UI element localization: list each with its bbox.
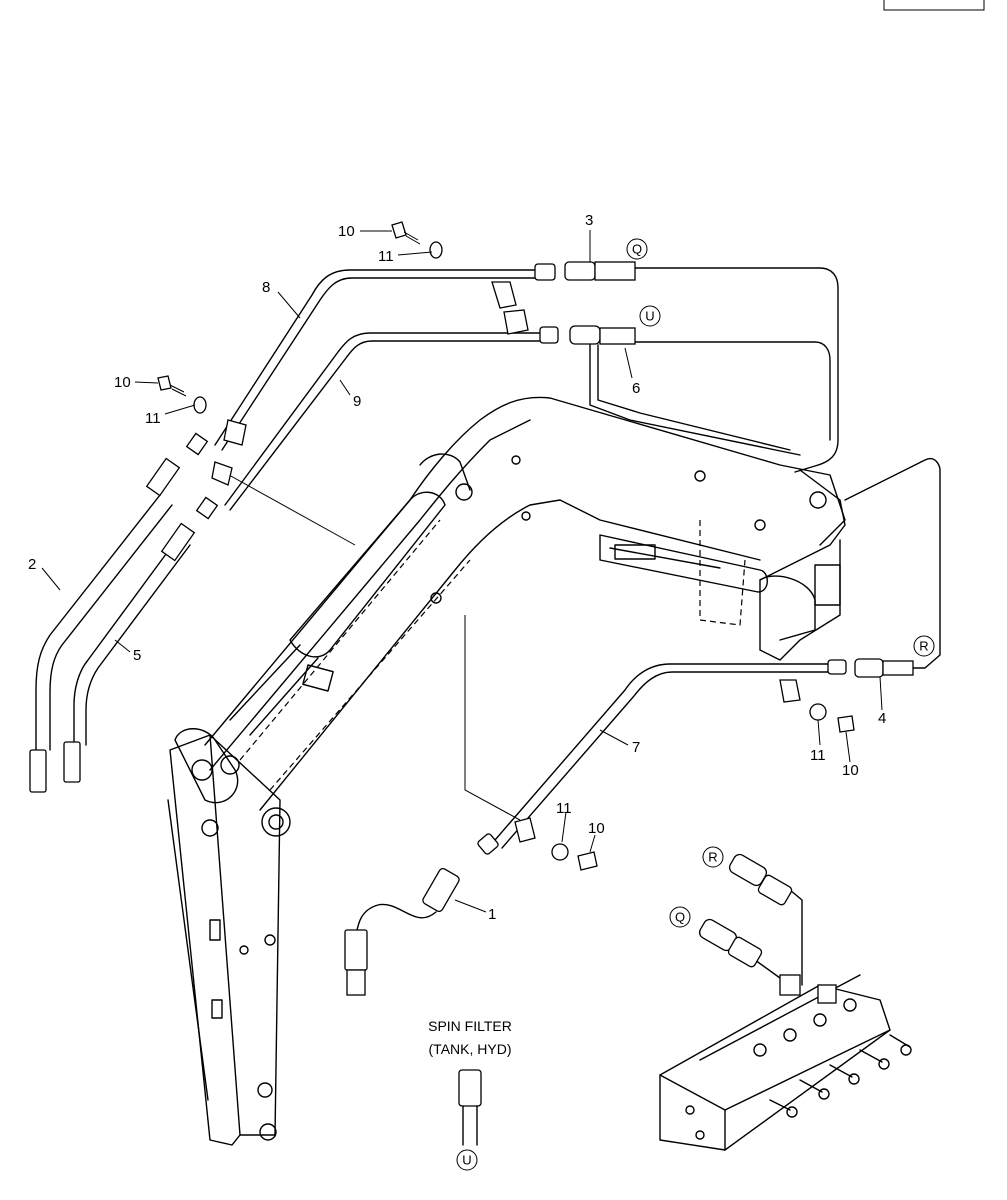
label-10-bottom: 10: [588, 820, 605, 837]
connector-q-top: Q: [632, 242, 642, 257]
connector-u-filter: U: [462, 1153, 471, 1168]
label-6: 6: [632, 380, 640, 397]
note-tank-hyd: (TANK, HYD): [429, 1041, 512, 1057]
fittings: [29, 221, 914, 1146]
spin-filter-note: SPIN FILTER (TANK, HYD): [428, 1018, 512, 1057]
label-10-left: 10: [114, 374, 131, 391]
label-11-bottom: 11: [556, 800, 572, 817]
label-5: 5: [133, 647, 141, 664]
label-4: 4: [878, 710, 886, 727]
label-9: 9: [353, 393, 361, 410]
label-10-top: 10: [338, 223, 355, 240]
label-2: 2: [28, 556, 36, 573]
note-spin-filter: SPIN FILTER: [428, 1018, 512, 1034]
label-11-left: 11: [145, 410, 161, 427]
connector-q-valve: Q: [675, 910, 685, 925]
boom-assembly: [167, 396, 846, 1146]
connector-u-top: U: [645, 309, 654, 324]
control-valve-block: [659, 974, 912, 1151]
connector-r-right: R: [919, 639, 928, 654]
connector-r-valve: R: [708, 850, 717, 865]
leader-lines: [41, 230, 883, 913]
connector-markers: Q U R R Q U: [456, 238, 935, 1171]
label-3: 3: [585, 212, 593, 229]
part-labels: 10 11 3 8 10 11 9 6 2 5 4 7 11 10 11 10 …: [28, 212, 886, 923]
label-1: 1: [488, 906, 496, 923]
label-7: 7: [632, 739, 640, 756]
label-11-right: 11: [810, 747, 826, 764]
corner-box: [883, 0, 985, 11]
label-8: 8: [262, 279, 270, 296]
label-11-top: 11: [378, 248, 394, 265]
hydraulic-lines: [35, 267, 941, 986]
label-10-right: 10: [842, 762, 859, 779]
